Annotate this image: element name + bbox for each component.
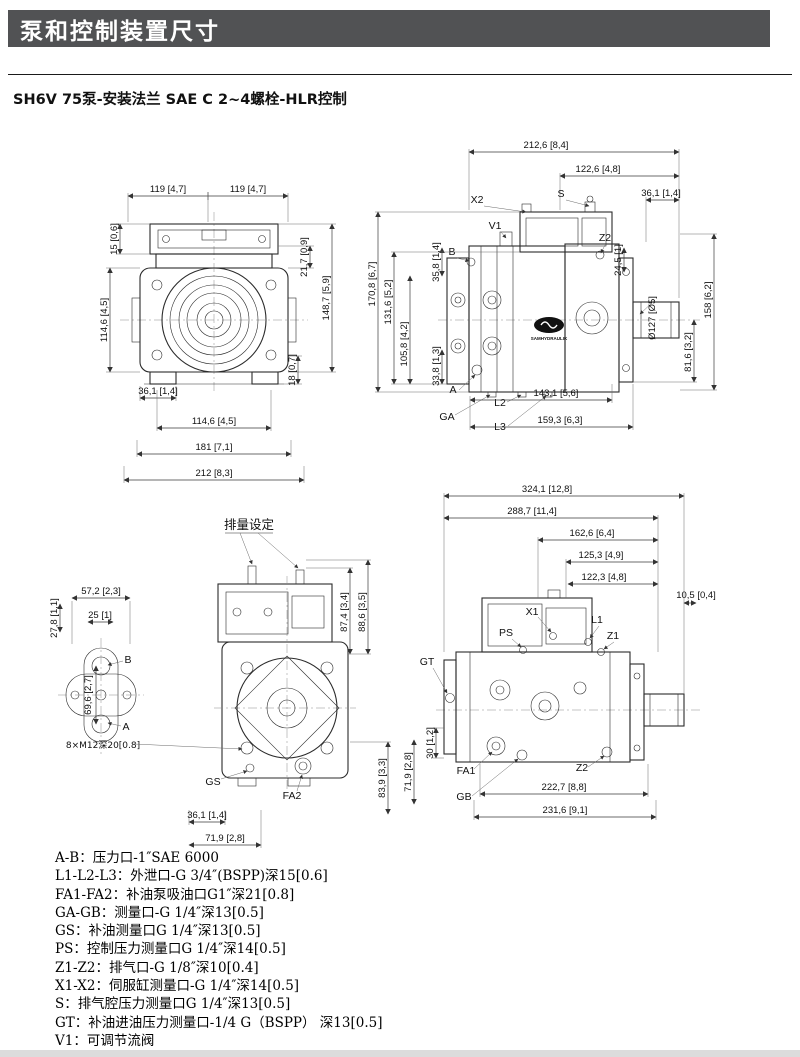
dim-label: 57,2 [2,3] [81, 586, 121, 597]
side-view-top: SAMHYDRAULIK 212,6 [8,4] 122,6 [4,8] 36,… [367, 140, 717, 433]
port-label-l2: L2 [494, 397, 506, 409]
legend-item: Z1-Z2：排气口-G 1/8″深10[0.4] [55, 959, 259, 976]
legend-item: GA-GB：测量口-G 1/4″深13[0.5] [55, 904, 264, 921]
dim-label: 212,6 [8,4] [524, 140, 569, 151]
port-label-x1: X1 [526, 606, 539, 618]
legend-item: S：排气腔压力测量口G 1/4″深13[0.5] [55, 996, 291, 1013]
side-view-bottom: 324,1 [12,8] 288,7 [11,4] 162,6 [6,4] 12… [403, 484, 716, 820]
port-label-b-rear: B [124, 654, 131, 666]
dim-label: 212 [8,3] [196, 468, 233, 479]
brand-logo-text: SAMHYDRAULIK [531, 336, 568, 341]
legend-item: V1：可调节流阀 [55, 1032, 155, 1049]
dim-label: 159,3 [6,3] [538, 415, 583, 426]
port-label-ga: GA [439, 411, 454, 423]
port-label-fa2: FA2 [283, 790, 302, 802]
dim-label: 231,6 [9,1] [543, 805, 588, 816]
port-label-fa1: FA1 [457, 765, 476, 777]
dim-label: 131,6 [5,2] [383, 280, 394, 325]
dim-label: 162,6 [6,4] [570, 528, 615, 539]
port-label-ps: PS [499, 627, 513, 639]
port-label-s: S [557, 188, 564, 200]
legend-item: A-B：压力口-1″SAE 6000 [55, 850, 219, 866]
rear-view: 排量设定 [49, 517, 391, 848]
port-label-gt: GT [420, 656, 435, 668]
dim-label: 83,9 [3,3] [377, 758, 388, 798]
dim-label: 288,7 [11,4] [507, 506, 556, 517]
dim-label: 10,5 [0,4] [676, 590, 716, 601]
page-bottom-edge [0, 1050, 800, 1057]
page-title-bar: 泵和控制装置尺寸 [8, 10, 770, 47]
dim-label: 33,8 [1,3] [431, 346, 442, 386]
dim-label: 125,3 [4,9] [579, 550, 624, 561]
front-view: 119 [4,7] 119 [4,7] 15 [0,6] 114,6 [4,5]… [99, 184, 336, 483]
dim-label: 36,1 [1,4] [187, 810, 227, 821]
legend-item: GS：补油测量口G 1/4″深13[0.5] [55, 923, 261, 940]
port-label-a-rear: A [122, 721, 129, 733]
port-label-z1: Z1 [607, 630, 619, 642]
legend-item: PS：控制压力测量口G 1/4″深14[0.5] [55, 941, 286, 958]
port-label-gb: GB [456, 791, 471, 803]
port-label-x2: X2 [471, 194, 484, 206]
dim-label: 35,8 [1,4] [431, 242, 442, 282]
legend-item: GT：补油进油压力测量口-1/4 G（BSPP） 深13[0.5] [55, 1014, 383, 1031]
dim-label: 114,6 [4,5] [192, 416, 236, 427]
dim-label: 181 [7,1] [196, 442, 233, 453]
port-label-a: A [449, 384, 456, 396]
dim-label: 148,7 [5,9] [321, 276, 332, 321]
dim-label: 27,8 [1,1] [49, 598, 60, 638]
dim-label: 25 [1] [88, 610, 112, 621]
dim-label: Ø127 [Ø5] [647, 296, 658, 340]
port-label-v1: V1 [489, 220, 502, 232]
dim-label: 36,1 [1,4] [138, 386, 178, 397]
dim-label: 24,5 [1] [613, 244, 624, 276]
dim-label: 105,8 [4,2] [399, 322, 410, 367]
dim-label: 114,6 [4,5] [99, 298, 110, 342]
dim-label: 15 [0,6] [109, 223, 120, 255]
dim-label: 87,4 [3,4] [339, 592, 350, 632]
dim-label: 119 [4,7] [150, 184, 186, 195]
port-label-z2: Z2 [599, 232, 611, 244]
dim-label: 71,9 [2,8] [403, 752, 414, 792]
dim-label: 30 [1,2] [425, 727, 436, 759]
thread-note-label: 8×M12深20[0.8] [66, 740, 140, 751]
dim-label: 88,6 [3,5] [357, 592, 368, 632]
dim-label: 143,1 [5,6] [534, 388, 579, 399]
drawing-subtitle: SH6V 75泵-安装法兰 SAE C 2~4螺栓-HLR控制 [13, 92, 347, 108]
dim-label: 18 [0,7] [287, 354, 298, 386]
dim-label: 36,1 [1,4] [641, 188, 681, 199]
port-legend: A-B：压力口-1″SAE 6000 L1-L2-L3：外泄口-G 3/4″(B… [55, 849, 382, 1050]
dim-label: 324,1 [12,8] [522, 484, 572, 495]
dim-label: 119 [4,7] [230, 184, 266, 195]
dim-label: 158 [6,2] [703, 282, 714, 319]
displacement-setting-label: 排量设定 [224, 517, 274, 532]
dim-label: 21,7 [0,9] [299, 237, 310, 277]
dim-label: 122,3 [4,8] [582, 572, 627, 583]
dim-label: 170,8 [6,7] [367, 262, 378, 307]
legend-item: FA1-FA2：补油泵吸油口G1″深21[0.8] [55, 886, 295, 903]
legend-item: L1-L2-L3：外泄口-G 3/4″(BSPP)深15[0.6] [55, 868, 328, 885]
dim-label: 122,6 [4,8] [576, 164, 621, 175]
dim-label: 81,6 [3,2] [683, 332, 694, 372]
dim-label: 69,6 [2,7] [83, 675, 94, 715]
header-divider [8, 74, 792, 75]
dim-label: 222,7 [8,8] [542, 782, 587, 793]
port-label-l1: L1 [591, 614, 603, 626]
port-label-gs: GS [205, 776, 220, 788]
port-label-z2-bottom: Z2 [576, 762, 588, 774]
legend-item: X1-X2：伺服缸测量口-G 1/4″深14[0.5] [55, 978, 300, 995]
page-title: 泵和控制装置尺寸 [20, 18, 220, 45]
dim-label: 71,9 [2,8] [205, 833, 245, 844]
